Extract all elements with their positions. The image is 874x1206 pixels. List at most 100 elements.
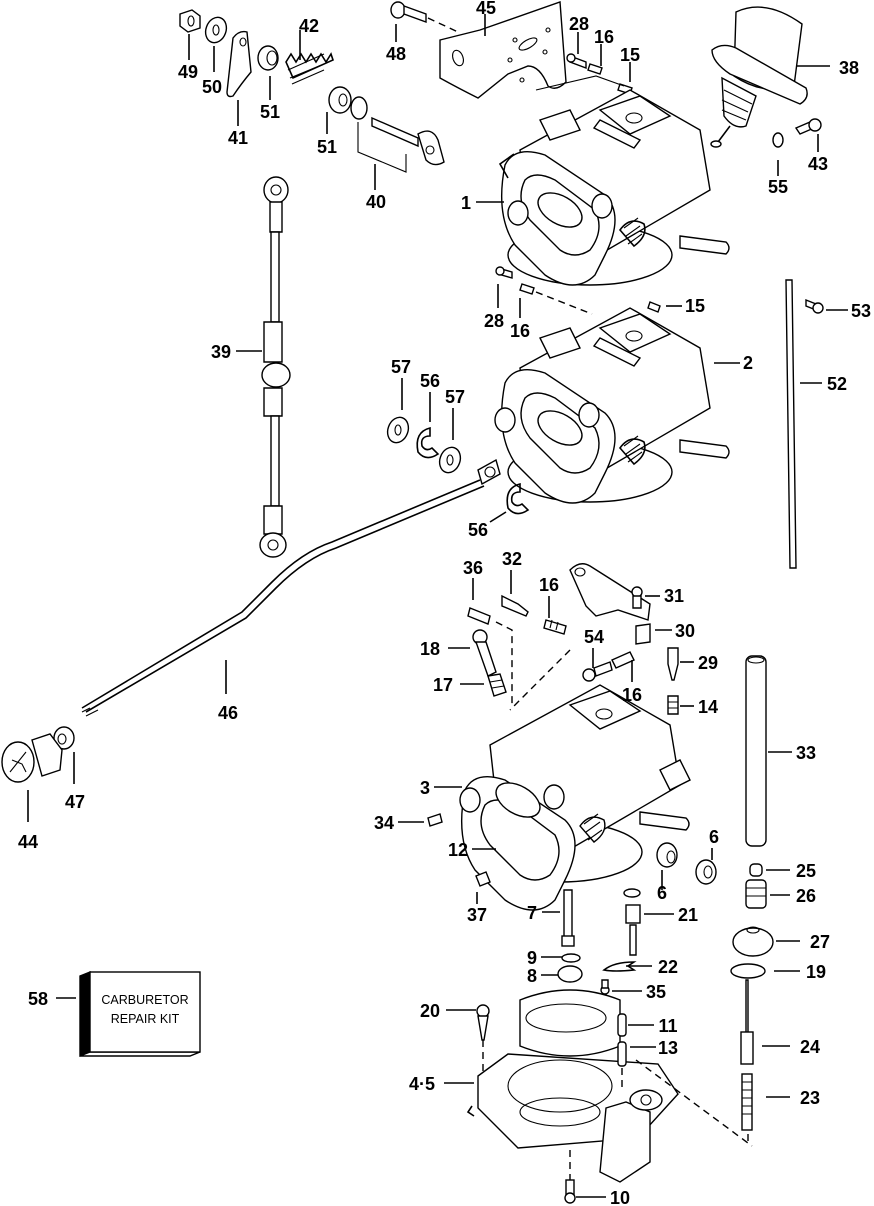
- callout-10: 10: [610, 1188, 630, 1206]
- callout-48: 48: [386, 44, 406, 64]
- part-51-bushing-a: [257, 45, 279, 71]
- part-26-spring: [745, 879, 767, 909]
- callout-51: 51: [260, 102, 280, 122]
- callout-56: 56: [420, 371, 440, 391]
- part-40-shaft: [350, 96, 445, 166]
- part-48-screw: [390, 1, 427, 23]
- part-51-bushing-b: [328, 86, 352, 114]
- callout-16: 16: [510, 321, 530, 341]
- callout-17: 17: [433, 675, 453, 695]
- part-33-tube: [745, 655, 767, 847]
- part-8-gasket: [557, 965, 583, 983]
- carburetor-body-2: [494, 307, 730, 504]
- callout-42: 42: [299, 16, 319, 36]
- callout-16: 16: [539, 575, 559, 595]
- part-16-spring-b: [519, 283, 535, 295]
- callout-16: 16: [622, 685, 642, 705]
- callout-13: 13: [658, 1038, 678, 1058]
- callout-28: 28: [484, 311, 504, 331]
- carburetor-body-3: [459, 684, 691, 911]
- part-37-jet: [475, 871, 491, 887]
- part-55-washer: [772, 132, 784, 148]
- callout-15: 15: [620, 45, 640, 65]
- callout-23: 23: [800, 1088, 820, 1108]
- callout-39: 39: [211, 342, 231, 362]
- part-52-rod: [785, 279, 797, 569]
- callout-25: 25: [796, 861, 816, 881]
- part-21-needle-seat: [623, 888, 641, 956]
- part-29-needle: [667, 647, 679, 681]
- part-27-plug: [732, 926, 774, 957]
- callout-15: 15: [685, 296, 705, 316]
- callout-40: 40: [366, 192, 386, 212]
- callout-36: 36: [463, 558, 483, 578]
- callout-16: 16: [594, 27, 614, 47]
- callout-6: 6: [709, 827, 719, 847]
- callout-18: 18: [420, 639, 440, 659]
- part-34-jet: [427, 813, 443, 827]
- part-28-screw-a: [566, 53, 587, 70]
- part-6-bushing-a: [656, 842, 678, 868]
- callout-7: 7: [527, 903, 537, 923]
- carburetor-body-1: [498, 89, 730, 286]
- callout-29: 29: [698, 653, 718, 673]
- callout-32: 32: [502, 549, 522, 569]
- callout-14: 14: [698, 697, 718, 717]
- repair-kit-box: CARBURETOR REPAIR KIT: [79, 970, 201, 1058]
- callout-52: 52: [827, 374, 847, 394]
- part-46-throttle-rod: [81, 458, 501, 717]
- part-18-screw: [472, 629, 497, 677]
- callout-4-5: 4·5: [409, 1074, 435, 1094]
- callout-41: 41: [228, 128, 248, 148]
- callout-44: 44: [18, 832, 38, 852]
- part-17-spring: [487, 673, 507, 697]
- callout-55: 55: [768, 177, 788, 197]
- callout-43: 43: [808, 154, 828, 174]
- part-11-pin: [617, 1013, 627, 1037]
- callout-1: 1: [461, 193, 471, 213]
- part-54-screw: [582, 661, 613, 682]
- part-32-screw: [501, 594, 529, 617]
- part-16-spring-d: [611, 651, 635, 669]
- callout-19: 19: [806, 962, 826, 982]
- repair-kit-label-line1: CARBURETOR: [101, 993, 188, 1007]
- part-43-screw: [794, 118, 822, 135]
- callout-12: 12: [448, 840, 468, 860]
- callout-50: 50: [202, 77, 222, 97]
- callout-28: 28: [569, 14, 589, 34]
- callout-54: 54: [584, 627, 604, 647]
- part-20-screw: [476, 1004, 490, 1041]
- callout-20: 20: [420, 1001, 440, 1021]
- part-36-screw: [467, 607, 491, 625]
- part-16-spring-c: [543, 619, 567, 635]
- callout-34: 34: [374, 813, 394, 833]
- part-14-spring: [667, 695, 679, 715]
- float-bowl: [466, 989, 679, 1183]
- callout-58: 58: [28, 989, 48, 1009]
- callout-31: 31: [664, 586, 684, 606]
- part-42-spring: [285, 52, 334, 85]
- callout-38: 38: [839, 58, 859, 78]
- part-9-oring: [561, 953, 581, 963]
- part-28-screw-b: [495, 266, 513, 279]
- part-39-link-rod: [259, 176, 291, 558]
- part-49-nut: [179, 9, 201, 33]
- part-15-spring-b: [647, 301, 661, 313]
- callout-6: 6: [657, 883, 667, 903]
- part-53-screw: [805, 298, 824, 314]
- part-50-washer: [204, 16, 228, 44]
- callout-22: 22: [658, 957, 678, 977]
- part-10-screw: [564, 1179, 576, 1204]
- part-24-needle: [740, 979, 754, 1065]
- callout-51: 51: [317, 137, 337, 157]
- callout-27: 27: [810, 932, 830, 952]
- callout-53: 53: [851, 301, 871, 321]
- callout-35: 35: [646, 982, 666, 1002]
- part-19-oring: [730, 963, 766, 979]
- callout-labels: 49 50 41 51 42 51 40 48 45 28 16 15 38 5…: [18, 0, 871, 1206]
- part-47-nut: [53, 726, 75, 750]
- part-44-knob: [1, 733, 63, 783]
- callout-57: 57: [445, 387, 465, 407]
- part-38-choke-cover: [710, 6, 808, 148]
